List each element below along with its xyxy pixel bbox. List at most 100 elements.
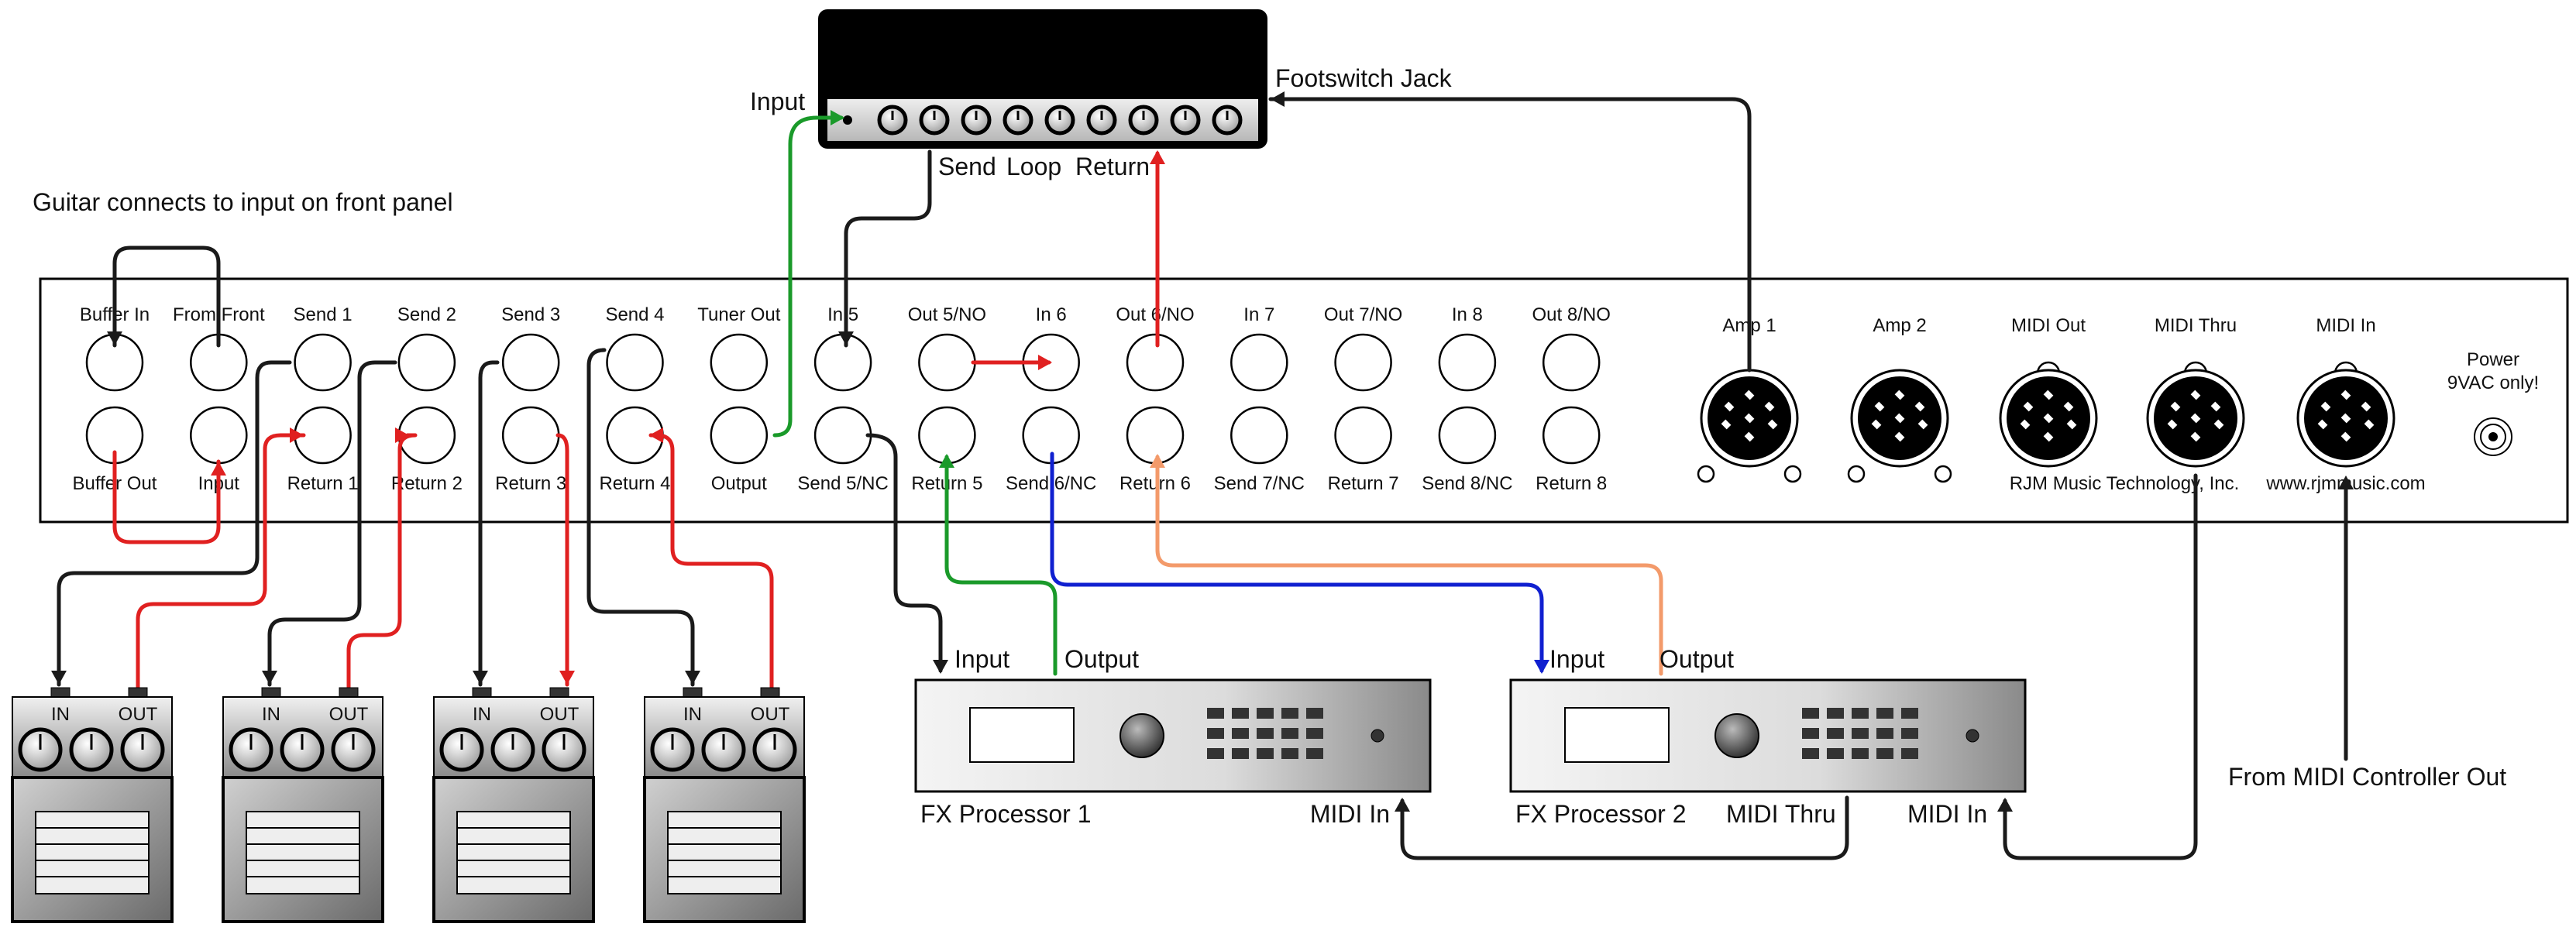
jack-bottom[interactable] xyxy=(813,406,872,465)
din-pin xyxy=(1744,413,1755,424)
out6-to-amp-return-cable-arrow xyxy=(1150,150,1165,164)
fx-name-label: FX Processor 2 xyxy=(1515,800,1687,828)
jack-bottom[interactable] xyxy=(710,406,769,465)
return2-cable-arrow xyxy=(395,427,409,443)
din-connector[interactable] xyxy=(2296,361,2395,468)
jack-top[interactable] xyxy=(710,333,769,392)
fx-button[interactable] xyxy=(1281,728,1298,739)
jack-top-label: Send 3 xyxy=(501,304,560,325)
fx-button[interactable] xyxy=(1207,728,1224,739)
amp-loop-label: Loop xyxy=(1006,153,1061,180)
fx-button[interactable] xyxy=(1281,748,1298,759)
fx-button[interactable] xyxy=(1281,708,1298,719)
fx-button[interactable] xyxy=(1827,708,1844,719)
jack-bottom[interactable] xyxy=(1542,406,1601,465)
jack-top[interactable] xyxy=(294,333,352,392)
jack-top[interactable] xyxy=(397,333,456,392)
jack-top[interactable] xyxy=(813,333,872,392)
send5-to-fx1-cable-arrow xyxy=(933,660,948,674)
din-pin xyxy=(2170,401,2181,412)
din-pin xyxy=(1917,419,1928,430)
fx-button[interactable] xyxy=(1852,708,1869,719)
fx-button[interactable] xyxy=(1852,728,1869,739)
fx-button[interactable] xyxy=(1257,728,1274,739)
pedal-in-label: IN xyxy=(51,704,70,725)
fx-button[interactable] xyxy=(1232,728,1249,739)
din-connector[interactable] xyxy=(2146,361,2245,468)
din-label: MIDI In xyxy=(2316,315,2375,336)
pedal-in-label: IN xyxy=(683,704,702,725)
fx-button[interactable] xyxy=(1901,708,1918,719)
jack-bottom[interactable] xyxy=(1438,406,1497,465)
jack-top[interactable] xyxy=(1438,333,1497,392)
din-pin xyxy=(1721,419,1732,430)
send3-cable-arrow xyxy=(473,671,488,685)
mount-hole xyxy=(1847,465,1866,483)
fx-button[interactable] xyxy=(1802,748,1819,759)
fx-button[interactable] xyxy=(1802,708,1819,719)
fx-button[interactable] xyxy=(1306,748,1323,759)
fx-button[interactable] xyxy=(1232,748,1249,759)
din-pin xyxy=(2020,419,2031,430)
fx-button[interactable] xyxy=(1257,748,1274,759)
output-to-amp-cable-arrow xyxy=(831,110,844,125)
fx-button[interactable] xyxy=(1306,728,1323,739)
din-connector[interactable] xyxy=(1999,361,2098,468)
jack-top[interactable] xyxy=(1542,333,1601,392)
fx-button[interactable] xyxy=(1232,708,1249,719)
midi-controller-label: From MIDI Controller Out xyxy=(2228,763,2506,791)
jack-bottom[interactable] xyxy=(1230,406,1288,465)
fx-button[interactable] xyxy=(1306,708,1323,719)
fx-button[interactable] xyxy=(1207,748,1224,759)
pedal-in-label: IN xyxy=(262,704,280,725)
send2-cable xyxy=(267,360,397,687)
fx-button[interactable] xyxy=(1207,708,1224,719)
jack-top-label: Send 2 xyxy=(397,304,456,325)
din-label: MIDI Thru xyxy=(2155,315,2237,336)
fx-button[interactable] xyxy=(1827,728,1844,739)
jack-bottom[interactable] xyxy=(501,406,560,465)
jack-top[interactable] xyxy=(606,333,664,392)
pedal-tread xyxy=(456,811,571,894)
jack-top[interactable] xyxy=(501,333,560,392)
fx-button[interactable] xyxy=(1876,728,1893,739)
jack-bottom[interactable] xyxy=(1126,406,1185,465)
amp-input-label: Input xyxy=(750,88,805,115)
fx-button[interactable] xyxy=(1901,748,1918,759)
din-connector[interactable] xyxy=(1697,369,1802,483)
jack-bottom[interactable] xyxy=(1334,406,1392,465)
fx-button[interactable] xyxy=(1876,708,1893,719)
fx-button[interactable] xyxy=(1876,748,1893,759)
jack-bottom-label: Return 3 xyxy=(495,473,566,494)
fx-button[interactable] xyxy=(1827,748,1844,759)
return2-cable xyxy=(346,433,418,690)
return1-cable-arrow xyxy=(290,427,304,443)
fx-button[interactable] xyxy=(1802,728,1819,739)
fx-button[interactable] xyxy=(1901,728,1918,739)
pedal-tread xyxy=(246,811,360,894)
jack-top[interactable] xyxy=(1126,333,1185,392)
jack-top[interactable] xyxy=(1334,333,1392,392)
send1-cable xyxy=(57,360,292,687)
jack-top[interactable] xyxy=(1230,333,1288,392)
jack-bottom-label: Send 5/NC xyxy=(797,473,888,494)
din-connector[interactable] xyxy=(1847,369,1952,483)
din-pin xyxy=(2340,431,2351,442)
jack-top[interactable] xyxy=(918,333,976,392)
jack-bottom[interactable] xyxy=(190,406,248,465)
fx-main-knob[interactable] xyxy=(1714,713,1759,758)
fx-button[interactable] xyxy=(1852,748,1869,759)
fx-main-knob[interactable] xyxy=(1119,713,1164,758)
return4-cable xyxy=(648,433,774,690)
fx-button[interactable] xyxy=(1257,708,1274,719)
midi-controller-cable-arrow xyxy=(2338,476,2354,489)
power-label: Power xyxy=(2467,349,2519,370)
